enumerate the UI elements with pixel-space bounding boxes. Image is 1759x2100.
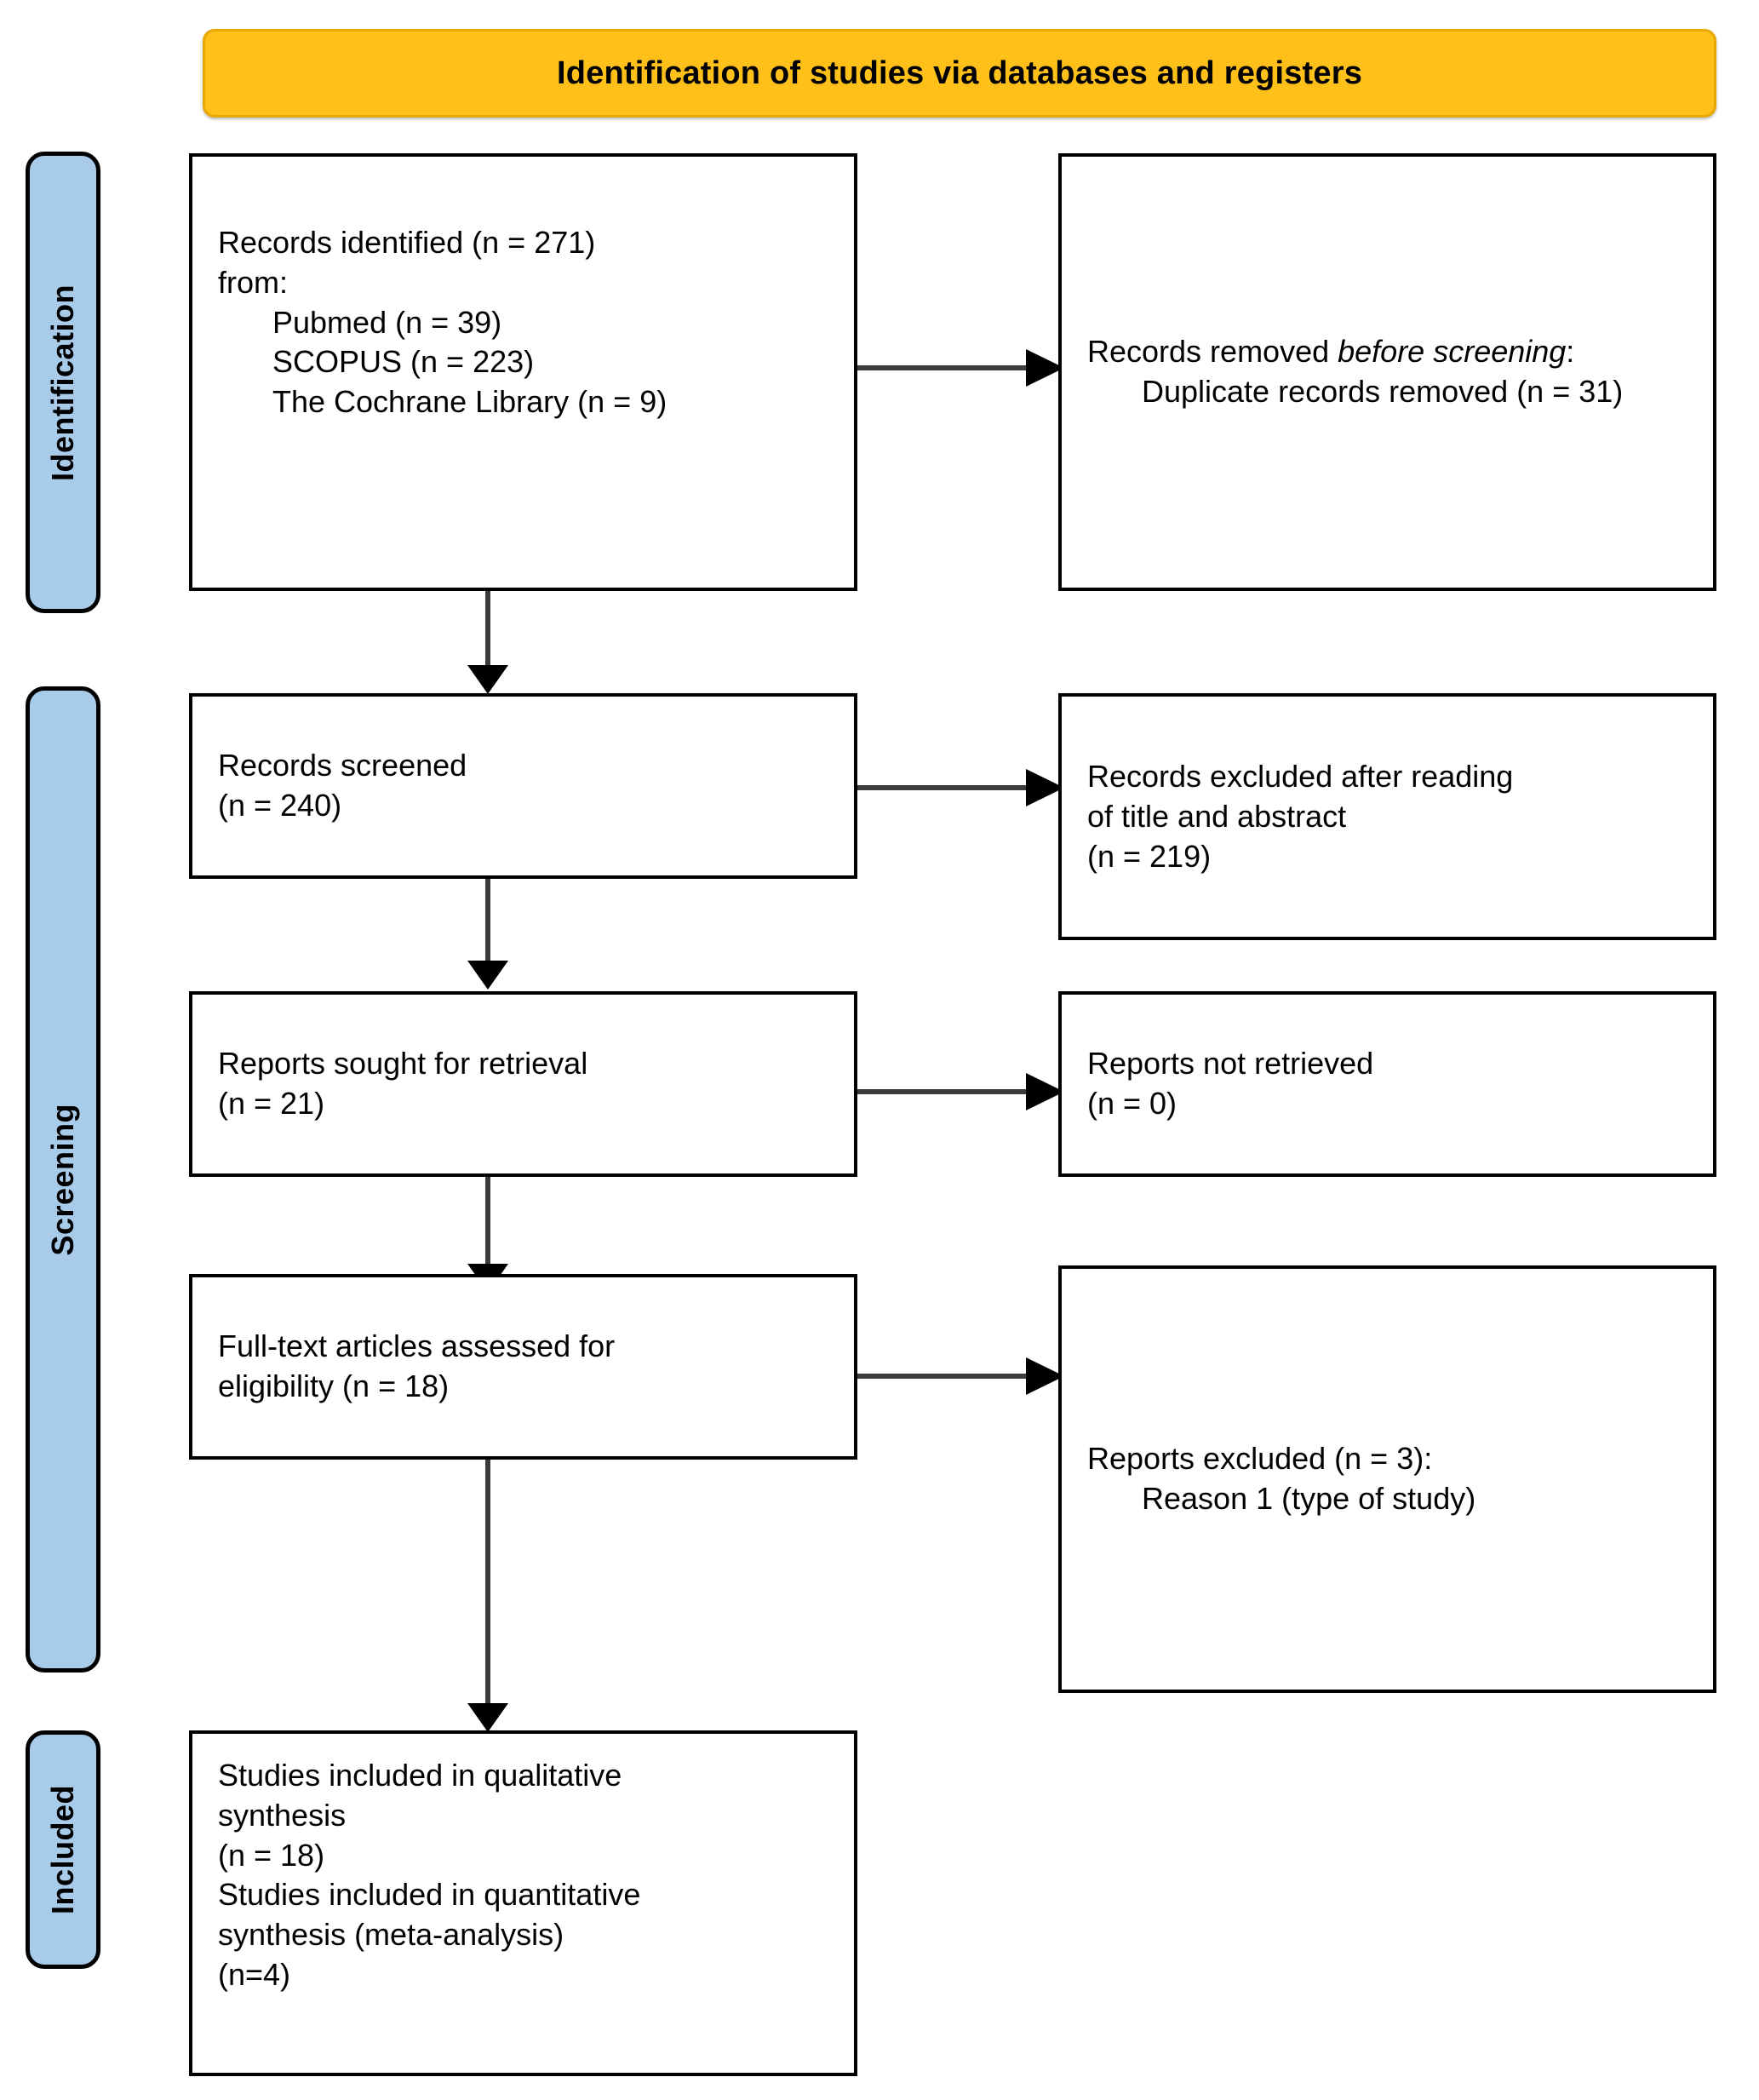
stage-label-included-text: Included: [45, 1784, 80, 1914]
studies-included-line6: (n=4): [218, 1956, 291, 1992]
box-fulltext-assessed-text: Full-text articles assessed for eligibil…: [218, 1327, 839, 1407]
reports-sought-line1: Reports sought for retrieval: [218, 1046, 588, 1082]
box-reports-sought: Reports sought for retrieval (n = 21): [189, 991, 857, 1177]
records-identified-line1: Records identified (n = 271): [218, 225, 596, 260]
connector-fulltext-to-included: [461, 1458, 515, 1732]
stage-label-screening: Screening: [26, 686, 100, 1673]
box-records-identified-text: Records identified (n = 271) from: Pubme…: [218, 223, 839, 422]
box-records-screened-text: Records screened (n = 240): [218, 746, 839, 826]
connector-screened-to-sought: [461, 870, 515, 990]
box-reports-excluded-text: Reports excluded (n = 3): Reason 1 (type…: [1087, 1439, 1698, 1519]
box-records-excluded-text: Records excluded after reading of title …: [1087, 757, 1698, 876]
stage-label-screening-text: Screening: [45, 1103, 80, 1256]
connector-identified-to-screened: [461, 590, 515, 694]
records-removed-lead: Records removed: [1087, 334, 1338, 370]
connector-screened-to-excluded: [856, 760, 1064, 815]
studies-included-line1: Studies included in qualitative: [218, 1758, 622, 1793]
box-records-excluded: Records excluded after reading of title …: [1058, 693, 1716, 940]
box-reports-sought-text: Reports sought for retrieval (n = 21): [218, 1044, 839, 1124]
box-reports-excluded: Reports excluded (n = 3): Reason 1 (type…: [1058, 1265, 1716, 1693]
stage-label-identification: Identification: [26, 152, 100, 613]
reports-not-retrieved-line2: (n = 0): [1087, 1086, 1177, 1121]
connector-sought-to-not-retrieved: [856, 1064, 1064, 1119]
box-reports-not-retrieved-text: Reports not retrieved (n = 0): [1087, 1044, 1698, 1124]
records-removed-emphasis: before screening: [1338, 334, 1567, 370]
box-reports-not-retrieved: Reports not retrieved (n = 0): [1058, 991, 1716, 1177]
records-removed-colon: :: [1566, 334, 1575, 370]
records-excluded-line3: (n = 219): [1087, 838, 1212, 874]
studies-included-line2: synthesis: [218, 1797, 347, 1833]
reports-sought-line2: (n = 21): [218, 1086, 325, 1121]
records-screened-line2: (n = 240): [218, 788, 342, 823]
box-records-screened: Records screened (n = 240): [189, 693, 857, 879]
records-excluded-line1: Records excluded after reading: [1087, 758, 1514, 794]
box-fulltext-assessed: Full-text articles assessed for eligibil…: [189, 1274, 857, 1460]
records-identified-line2: from:: [218, 264, 289, 300]
stage-label-identification-text: Identification: [45, 284, 80, 481]
records-excluded-line2: of title and abstract: [1087, 798, 1347, 834]
box-studies-included-text: Studies included in qualitative synthesi…: [218, 1756, 839, 1995]
box-records-removed: Records removed before screening: Duplic…: [1058, 153, 1716, 591]
box-records-identified: Records identified (n = 271) from: Pubme…: [189, 153, 857, 591]
reports-excluded-line1: Reports excluded (n = 3):: [1087, 1441, 1433, 1477]
studies-included-line3: (n = 18): [218, 1837, 325, 1873]
records-identified-line5: The Cochrane Library (n = 9): [272, 384, 668, 420]
studies-included-line4: Studies included in quantitative: [218, 1877, 641, 1913]
reports-excluded-line2: Reason 1 (type of study): [1142, 1481, 1476, 1516]
page-title: Identification of studies via databases …: [556, 55, 1363, 91]
records-identified-line3: Pubmed (n = 39): [272, 304, 502, 340]
fulltext-assessed-line1: Full-text articles assessed for: [218, 1328, 616, 1364]
reports-not-retrieved-line1: Reports not retrieved: [1087, 1046, 1374, 1082]
connector-fulltext-to-reports-excluded: [856, 1349, 1064, 1403]
box-records-removed-text: Records removed before screening: Duplic…: [1087, 332, 1698, 412]
box-studies-included: Studies included in qualitative synthesi…: [189, 1730, 857, 2076]
records-identified-line4: SCOPUS (n = 223): [272, 344, 535, 380]
records-screened-line1: Records screened: [218, 748, 467, 783]
connector-identified-to-removed: [856, 341, 1064, 395]
fulltext-assessed-line2: eligibility (n = 18): [218, 1368, 450, 1403]
records-removed-detail: Duplicate records removed (n = 31): [1142, 374, 1624, 409]
stage-label-included: Included: [26, 1730, 100, 1969]
studies-included-line5: synthesis (meta-analysis): [218, 1917, 564, 1953]
header-banner: Identification of studies via databases …: [203, 29, 1716, 118]
